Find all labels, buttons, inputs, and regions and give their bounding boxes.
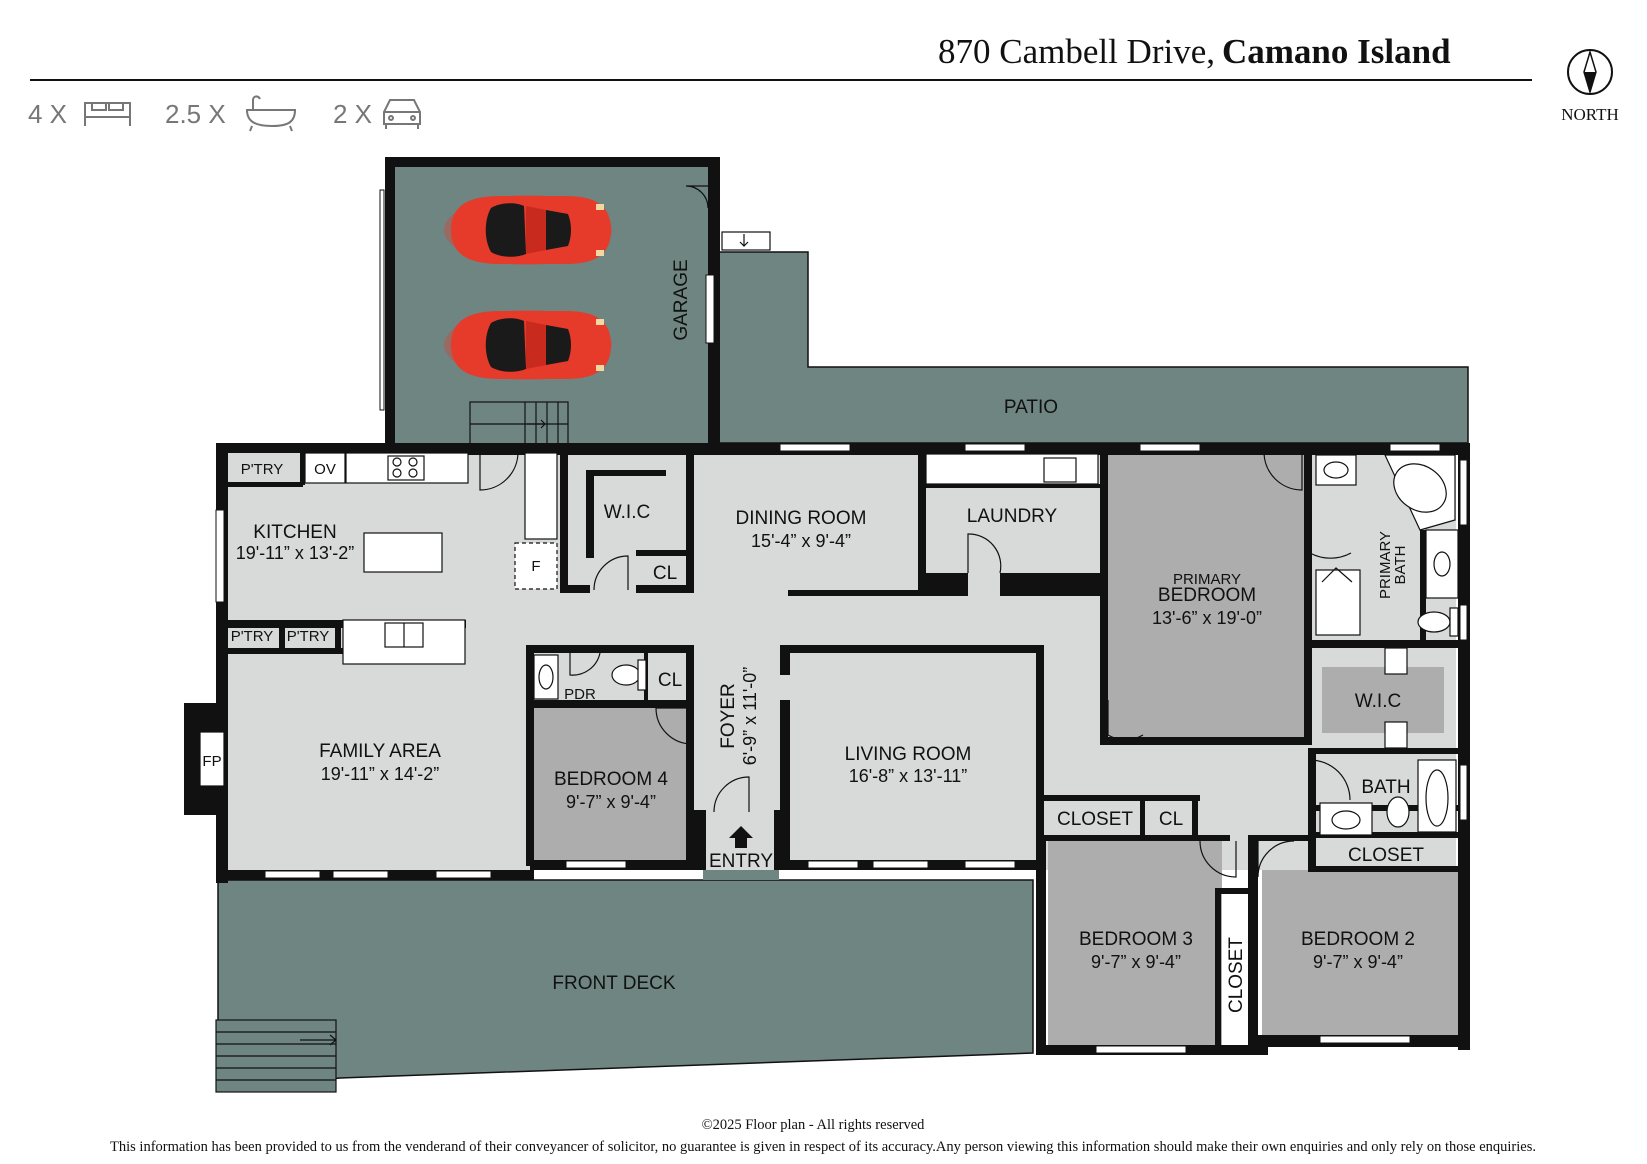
stairs-icon	[215, 1019, 337, 1093]
garage-label: GARAGE	[671, 259, 692, 340]
door-swings	[479, 451, 1352, 878]
toilet-icon	[1386, 796, 1410, 828]
closet-bedroom-2-label: CLOSET	[1348, 845, 1424, 866]
windows	[215, 443, 1468, 1054]
front-deck-label: FRONT DECK	[552, 973, 675, 994]
bedroom-2-size: 9'-7” x 9'-4”	[1313, 952, 1403, 972]
primary-bedroom-size: 13'-6” x 19'-0”	[1152, 608, 1262, 628]
cl-laundry-1-label: CL	[933, 579, 952, 596]
pantry-a-label: P'TRY	[231, 628, 274, 645]
kitchen-island	[363, 532, 443, 573]
toilet-icon	[1417, 611, 1451, 633]
cl-hall-label: CL	[1159, 809, 1183, 830]
bedroom-2-floor	[1262, 870, 1462, 1035]
living-size: 16'-8” x 13'-11”	[849, 766, 968, 786]
wic-right-label: W.I.C	[1355, 691, 1401, 712]
sink-icon	[1323, 461, 1349, 479]
entry-arrow-icon	[729, 826, 753, 848]
car-top-icon	[444, 195, 612, 265]
cl-laundry-2-label: CL	[1049, 579, 1068, 596]
sink-icon	[1331, 810, 1361, 830]
pdr-label: PDR	[564, 686, 596, 703]
primary-bedroom-floor	[1106, 450, 1309, 740]
dining-name: DINING ROOM	[736, 508, 867, 529]
bedroom-4-name: BEDROOM 4	[554, 769, 668, 790]
interior-floors	[223, 450, 1462, 1045]
fridge-column	[524, 452, 558, 540]
cooktop-icon	[387, 455, 425, 481]
bed-icon	[84, 102, 131, 126]
car-icon	[383, 99, 421, 129]
foyer-size: 6'-9” x 11'-0”	[740, 667, 760, 766]
garage-door-swing	[685, 185, 709, 209]
laundry-label: LAUNDRY	[967, 506, 1058, 527]
patio-label: PATIO	[1004, 397, 1058, 418]
bedroom-4-floor	[533, 705, 689, 868]
primary-bedroom-name-1: PRIMARY	[1173, 571, 1241, 588]
disclaimer: This information has been provided to us…	[110, 1139, 1536, 1155]
garage-count: 2 X	[333, 99, 372, 129]
bedroom-count: 4 X	[28, 99, 67, 129]
pantry-b-label: P'TRY	[287, 628, 330, 645]
cl-pdr-label: CL	[658, 670, 682, 691]
sink-icon	[1043, 457, 1077, 483]
living-name: LIVING ROOM	[845, 744, 972, 765]
patio-step	[721, 231, 771, 251]
north-label: NORTH	[1561, 105, 1619, 124]
copyright-notice: ©2025 Floor plan - All rights reserved	[702, 1117, 926, 1133]
oven-label: OV	[314, 461, 336, 478]
bath-label: BATH	[1361, 777, 1410, 798]
compass-icon	[1567, 49, 1613, 95]
entry-label: ENTRY	[709, 851, 773, 872]
fireplace-box	[199, 731, 225, 787]
primary-bedroom-name-2: BEDROOM	[1158, 585, 1256, 606]
wic-left-label: W.I.C	[604, 502, 650, 523]
family-size: 19'-11” x 14'-2”	[321, 764, 440, 784]
garage-walls	[379, 157, 720, 447]
bedroom-3-size: 9'-7” x 9'-4”	[1091, 952, 1181, 972]
address-city: Camano Island	[1222, 32, 1451, 71]
family-name: FAMILY AREA	[319, 741, 441, 762]
toilet-icon	[611, 664, 641, 686]
bathtub-icon	[245, 95, 297, 132]
fixtures	[199, 452, 1459, 836]
room-labels: GARAGE PATIO P'TRY OV KITCHEN 19'-11” x …	[202, 259, 1424, 1013]
patio-area	[713, 251, 1469, 444]
cl-wic-label: CL	[653, 563, 677, 584]
sink-icon	[538, 664, 554, 690]
bedroom-2-name: BEDROOM 2	[1301, 929, 1415, 950]
primary-bath-label-1: PRIMARY	[1377, 531, 1394, 599]
bedroom-3-floor	[1048, 840, 1222, 1045]
pantry-top-label: P'TRY	[241, 461, 284, 478]
dining-size: 15'-4” x 9'-4”	[751, 531, 851, 551]
bedroom-3-name: BEDROOM 3	[1079, 929, 1193, 950]
bedroom-4-size: 9'-7” x 9'-4”	[566, 792, 656, 812]
kitchen-name: KITCHEN	[253, 522, 336, 543]
stairs-icon	[469, 401, 569, 447]
foyer-name: FOYER	[718, 683, 739, 748]
oven	[304, 452, 346, 484]
bathroom-count: 2.5 X	[165, 99, 226, 129]
fridge-label: F	[531, 558, 540, 575]
fridge	[514, 542, 558, 590]
kitchen-size: 19'-11” x 13'-2”	[236, 543, 355, 563]
primary-bath-label-2: BATH	[1392, 546, 1409, 585]
wic-right-floor	[1322, 667, 1444, 733]
closet-hall-label: CLOSET	[1057, 809, 1133, 830]
address-street: 870 Cambell Drive,	[938, 32, 1215, 71]
car-top-icon	[444, 310, 612, 380]
closet-bedroom-3-label: CLOSET	[1226, 937, 1247, 1013]
sink-icon	[384, 622, 424, 648]
fireplace-label: FP	[202, 753, 221, 770]
